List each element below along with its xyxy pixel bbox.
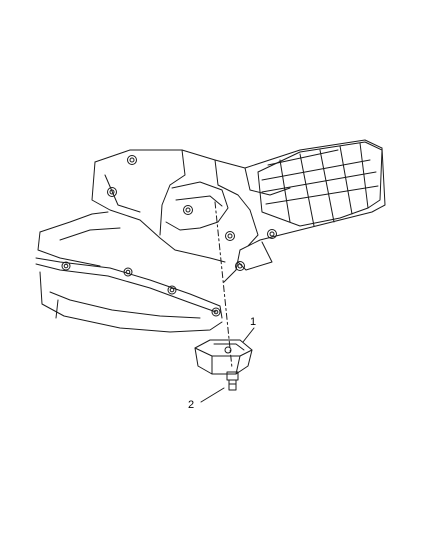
callout-2-label: 2 xyxy=(188,399,194,411)
bolt-part-2 xyxy=(226,371,239,391)
housing-bolts xyxy=(107,155,277,271)
transmission-assembly xyxy=(91,139,386,283)
alignment-line xyxy=(214,201,233,369)
callout-1: 1 xyxy=(242,316,256,343)
callout-1-label: 1 xyxy=(250,316,256,328)
mount-bracket-part-1 xyxy=(194,339,253,375)
skid-plate xyxy=(257,141,383,227)
callout-2: 2 xyxy=(188,387,225,411)
oil-pan xyxy=(35,211,223,333)
